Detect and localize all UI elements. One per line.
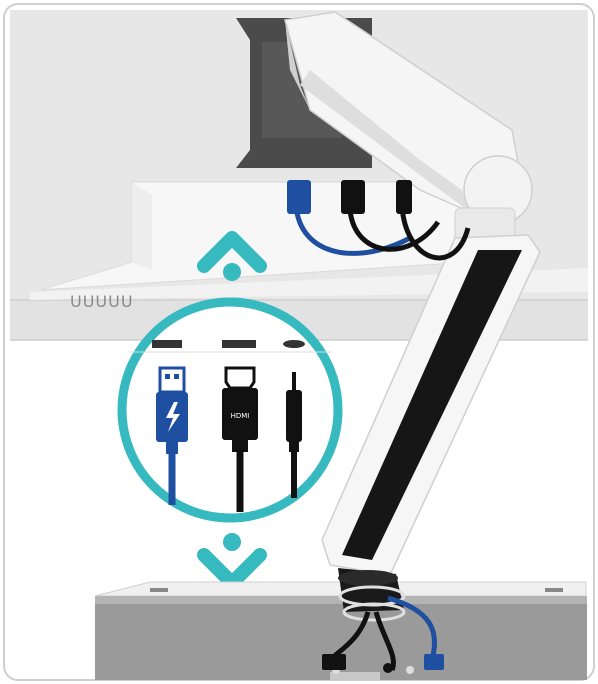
audio-port xyxy=(283,340,305,348)
usb-port xyxy=(152,340,182,348)
hdmi-plug xyxy=(341,180,365,214)
hdmi-plug-bottom xyxy=(322,654,346,670)
usb-plug xyxy=(287,180,311,214)
usb-plug-bottom xyxy=(424,654,444,670)
port-label: UUUUU xyxy=(70,292,134,311)
hdmi-port xyxy=(222,340,256,348)
audio-plug xyxy=(396,180,412,214)
hdmi-label: HDMI xyxy=(231,412,250,420)
connector-zoom-circle: HDMI xyxy=(122,302,338,518)
